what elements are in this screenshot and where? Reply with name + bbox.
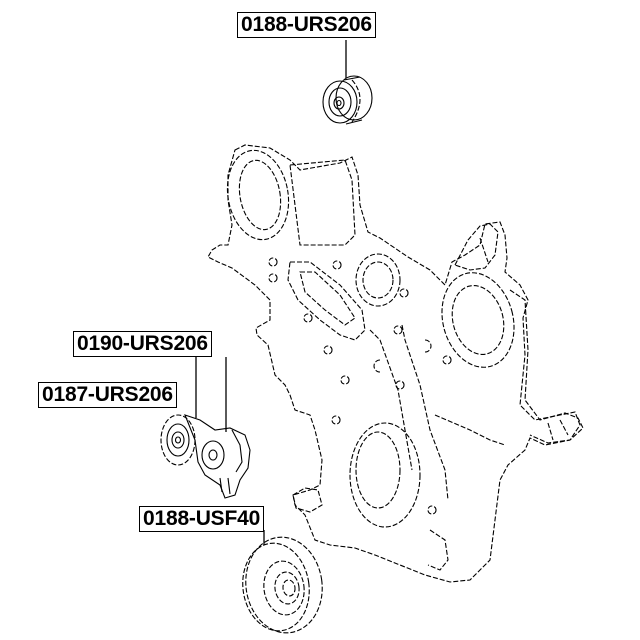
part-label-idler-pulley-top: 0188-URS206 <box>237 12 376 38</box>
part-label-tensioner-pulley: 0187-URS206 <box>38 382 177 408</box>
timing-cover-drawing <box>207 144 584 583</box>
idler-pulley-top-drawing <box>322 75 373 125</box>
tensioner-assembly-drawing <box>184 414 251 499</box>
part-label-idler-pulley-bottom: 0188-USF40 <box>139 506 265 532</box>
tensioner-pulley-drawing <box>160 414 196 466</box>
part-label-tensioner-assembly: 0190-URS206 <box>73 331 212 357</box>
idler-pulley-bottom-drawing <box>242 536 323 634</box>
